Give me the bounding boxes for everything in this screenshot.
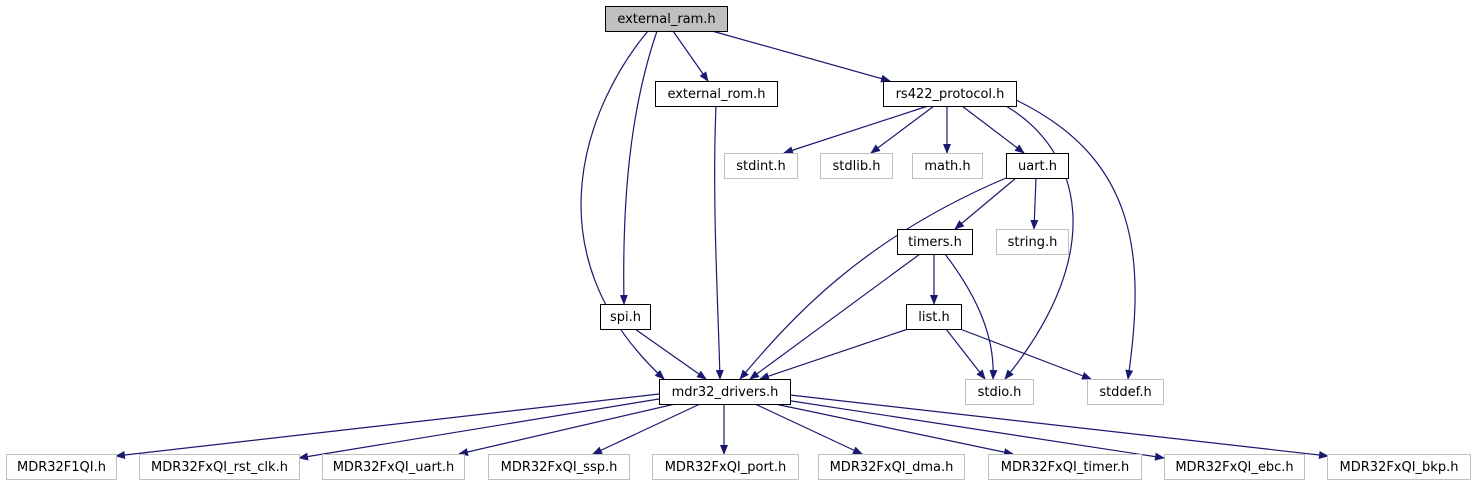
node-box: [655, 81, 778, 107]
node-box: [605, 6, 728, 32]
node-MDR32F1QI: MDR32F1QI.h: [6, 454, 117, 480]
edge-mdr32_drivers-to-qi_bkp: [789, 394, 1329, 459]
node-box: [988, 454, 1142, 480]
node-uart[interactable]: uart.h: [1006, 153, 1069, 179]
node-stddef: stddef.h: [1087, 379, 1164, 405]
node-timers[interactable]: timers.h: [897, 229, 973, 255]
node-label: MDR32FxQI_ssp.h: [501, 460, 618, 475]
node-box: [820, 153, 893, 179]
node-box: [600, 304, 651, 330]
node-qi-ssp: MDR32FxQI_ssp.h: [488, 454, 630, 480]
node-mdr32-drivers[interactable]: mdr32_drivers.h: [659, 379, 791, 405]
node-stdlib: stdlib.h: [820, 153, 893, 179]
node-label: math.h: [924, 159, 970, 174]
node-box: [139, 454, 300, 480]
edge-rs422_protocol-to-stdlib: [870, 105, 935, 154]
node-box: [322, 454, 465, 480]
node-box: [818, 454, 965, 480]
node-label: MDR32FxQI_uart.h: [333, 460, 455, 475]
node-label: MDR32FxQI_port.h: [665, 460, 787, 475]
edge-rs422_protocol-to-uart: [961, 105, 1025, 154]
node-box: [659, 379, 791, 405]
node-box: [724, 153, 798, 179]
node-stdint: stdint.h: [724, 153, 798, 179]
node-label: MDR32FxQI_rst_clk.h: [151, 460, 288, 475]
edge-list-to-stdio: [945, 328, 986, 380]
edge-mdr32_drivers-to-qi_ssp: [592, 403, 701, 455]
node-label: stdint.h: [736, 159, 785, 174]
node-qi-ebc: MDR32FxQI_ebc.h: [1164, 454, 1305, 480]
edge-rs422_protocol-to-stddef: [1015, 99, 1136, 380]
edge-timers-to-mdr32_drivers: [749, 253, 921, 380]
node-label: MDR32FxQI_dma.h: [830, 460, 954, 475]
edge-external_ram-to-external_rom: [672, 30, 709, 82]
node-external-ram[interactable]: external_ram.h: [605, 6, 728, 32]
node-label: string.h: [1008, 235, 1058, 250]
edge-uart-to-mdr32_drivers: [739, 177, 1007, 380]
edge-uart-to-timers: [954, 177, 1017, 230]
node-box: [488, 454, 630, 480]
node-box: [1327, 454, 1471, 480]
node-label: MDR32FxQI_ebc.h: [1175, 460, 1293, 475]
edge-mdr32_drivers-to-qi_timer: [774, 403, 1014, 457]
edge-rs422_protocol-to-stdint: [783, 105, 929, 155]
node-rs422-protocol[interactable]: rs422_protocol.h: [883, 81, 1017, 107]
node-external-rom[interactable]: external_rom.h: [655, 81, 778, 107]
node-box: [897, 229, 973, 255]
node-math: math.h: [912, 153, 983, 179]
node-string: string.h: [996, 229, 1069, 255]
node-box: [996, 229, 1069, 255]
nodes-layer: external_ram.h external_rom.h rs422_protoc…: [6, 6, 1471, 480]
node-qi-timer: MDR32FxQI_timer.h: [988, 454, 1142, 480]
node-label: uart.h: [1018, 159, 1057, 174]
node-stdio: stdio.h: [965, 379, 1034, 405]
edge-external_rom-to-mdr32_drivers: [714, 105, 724, 380]
node-list[interactable]: list.h: [906, 304, 962, 330]
node-box: [1087, 379, 1164, 405]
node-box: [6, 454, 117, 480]
edge-external_ram-to-spi: [619, 30, 658, 305]
node-label: external_rom.h: [667, 87, 765, 102]
edge-mdr32_drivers-to-rst_clk: [298, 397, 666, 461]
node-qi-dma: MDR32FxQI_dma.h: [818, 454, 965, 480]
node-label: stddef.h: [1099, 385, 1151, 400]
edge-list-to-stddef: [959, 328, 1092, 380]
node-label: MDR32FxQI_bkp.h: [1340, 460, 1459, 475]
edge-mdr32_drivers-to-qi_dma: [754, 403, 863, 455]
node-label: rs422_protocol.h: [896, 87, 1005, 102]
edge-timers-to-stdio: [944, 253, 998, 380]
node-qi-port: MDR32FxQI_port.h: [652, 454, 799, 480]
edge-rs422_protocol-to-stdio: [1004, 105, 1074, 380]
node-box: [912, 153, 983, 179]
node-label: stdlib.h: [833, 159, 881, 174]
edge-spi-to-mdr32_drivers: [634, 328, 707, 380]
node-label: list.h: [918, 310, 949, 325]
node-box: [1006, 153, 1069, 179]
node-box: [906, 304, 962, 330]
node-label: external_ram.h: [617, 12, 715, 27]
edge-uart-to-string: [1030, 177, 1039, 230]
node-label: stdio.h: [978, 385, 1022, 400]
edges-layer: [115, 30, 1329, 461]
edge-mdr32_drivers-to-qi_ebc: [784, 399, 1165, 461]
node-box: [883, 81, 1017, 107]
edge-list-to-mdr32_drivers: [759, 328, 909, 380]
node-spi[interactable]: spi.h: [600, 304, 651, 330]
node-rst-clk: MDR32FxQI_rst_clk.h: [139, 454, 300, 480]
node-qi-bkp: MDR32FxQI_bkp.h: [1327, 454, 1471, 480]
node-label: MDR32F1QI.h: [17, 460, 106, 475]
node-label: timers.h: [908, 235, 962, 250]
node-label: mdr32_drivers.h: [672, 385, 779, 400]
node-qi-uart: MDR32FxQI_uart.h: [322, 454, 465, 480]
node-box: [652, 454, 799, 480]
node-box: [965, 379, 1034, 405]
node-label: MDR32FxQI_timer.h: [1001, 460, 1129, 475]
node-box: [1164, 454, 1305, 480]
edge-mdr32_drivers-to-MDR32F1QI: [115, 393, 660, 459]
edge-external_ram-to-rs422_protocol: [711, 30, 891, 83]
node-label: spi.h: [610, 310, 641, 325]
edge-mdr32_drivers-to-qi_uart: [458, 403, 676, 456]
